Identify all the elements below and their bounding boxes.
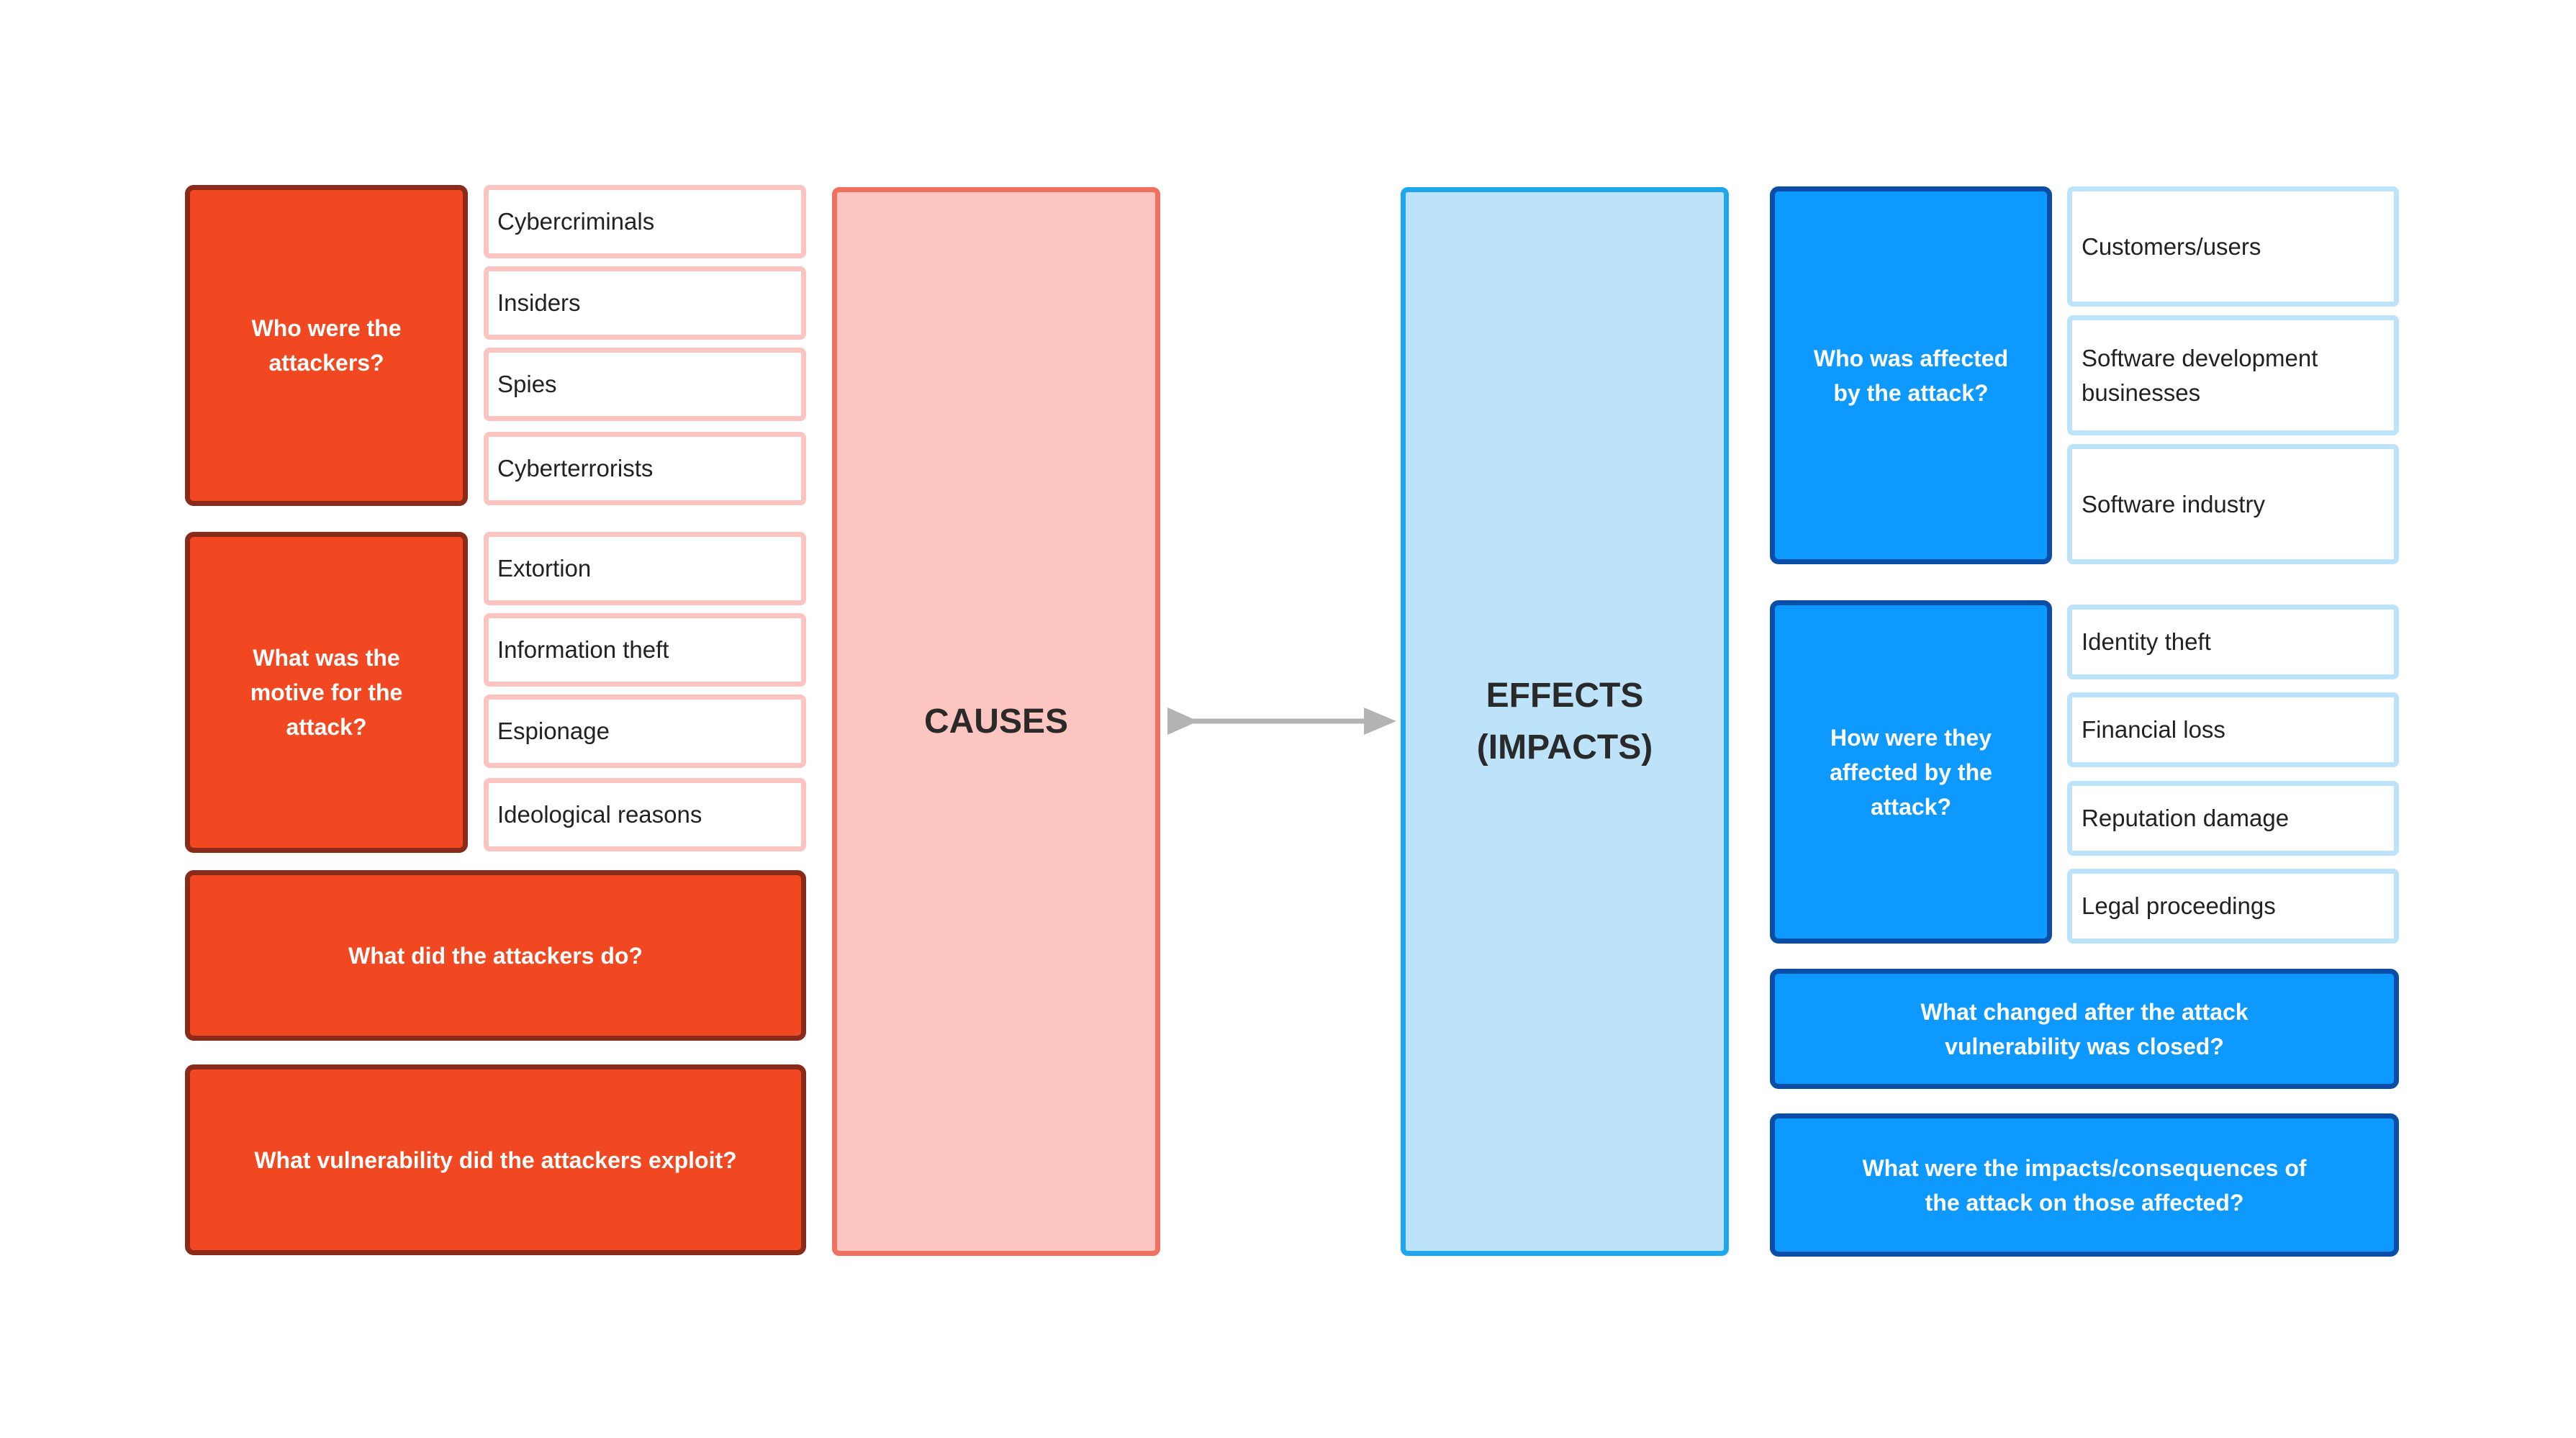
answer-cyberterrorists: Cyberterrorists — [484, 432, 806, 505]
question-what-attackers-did: What did the attackers do? — [185, 870, 806, 1041]
question-motive-for-attack: What was the motive for the attack? — [185, 532, 468, 853]
causes-hub: CAUSES — [832, 187, 1160, 1256]
answer-ideological-reasons: Ideological reasons — [484, 778, 806, 851]
answer-software-development-businesses: Software development businesses — [2067, 315, 2399, 435]
question-what-changed: What changed after the attack vulnerabil… — [1770, 969, 2399, 1089]
answer-extortion: Extortion — [484, 532, 806, 605]
arrow-tail — [1167, 707, 1198, 735]
effects-hub: EFFECTS (IMPACTS) — [1401, 187, 1729, 1256]
answer-legal-proceedings: Legal proceedings — [2067, 869, 2399, 944]
answer-identity-theft: Identity theft — [2067, 605, 2399, 679]
answer-customers-users: Customers/users — [2067, 186, 2399, 307]
answer-insiders: Insiders — [484, 266, 806, 340]
question-how-affected: How were they affected by the attack? — [1770, 600, 2052, 944]
answer-software-industry: Software industry — [2067, 444, 2399, 564]
answer-financial-loss: Financial loss — [2067, 692, 2399, 767]
answer-espionage: Espionage — [484, 695, 806, 768]
answer-reputation-damage: Reputation damage — [2067, 781, 2399, 856]
question-who-was-affected: Who was affected by the attack? — [1770, 186, 2052, 564]
answer-information-theft: Information theft — [484, 613, 806, 687]
answer-spies: Spies — [484, 348, 806, 421]
question-impacts-consequences: What were the impacts/consequences of th… — [1770, 1113, 2399, 1257]
question-who-were-attackers: Who were the attackers? — [185, 185, 468, 506]
question-vulnerability-exploited: What vulnerability did the attackers exp… — [185, 1064, 806, 1255]
answer-cybercriminals: Cybercriminals — [484, 185, 806, 258]
arrow-head — [1364, 707, 1396, 735]
